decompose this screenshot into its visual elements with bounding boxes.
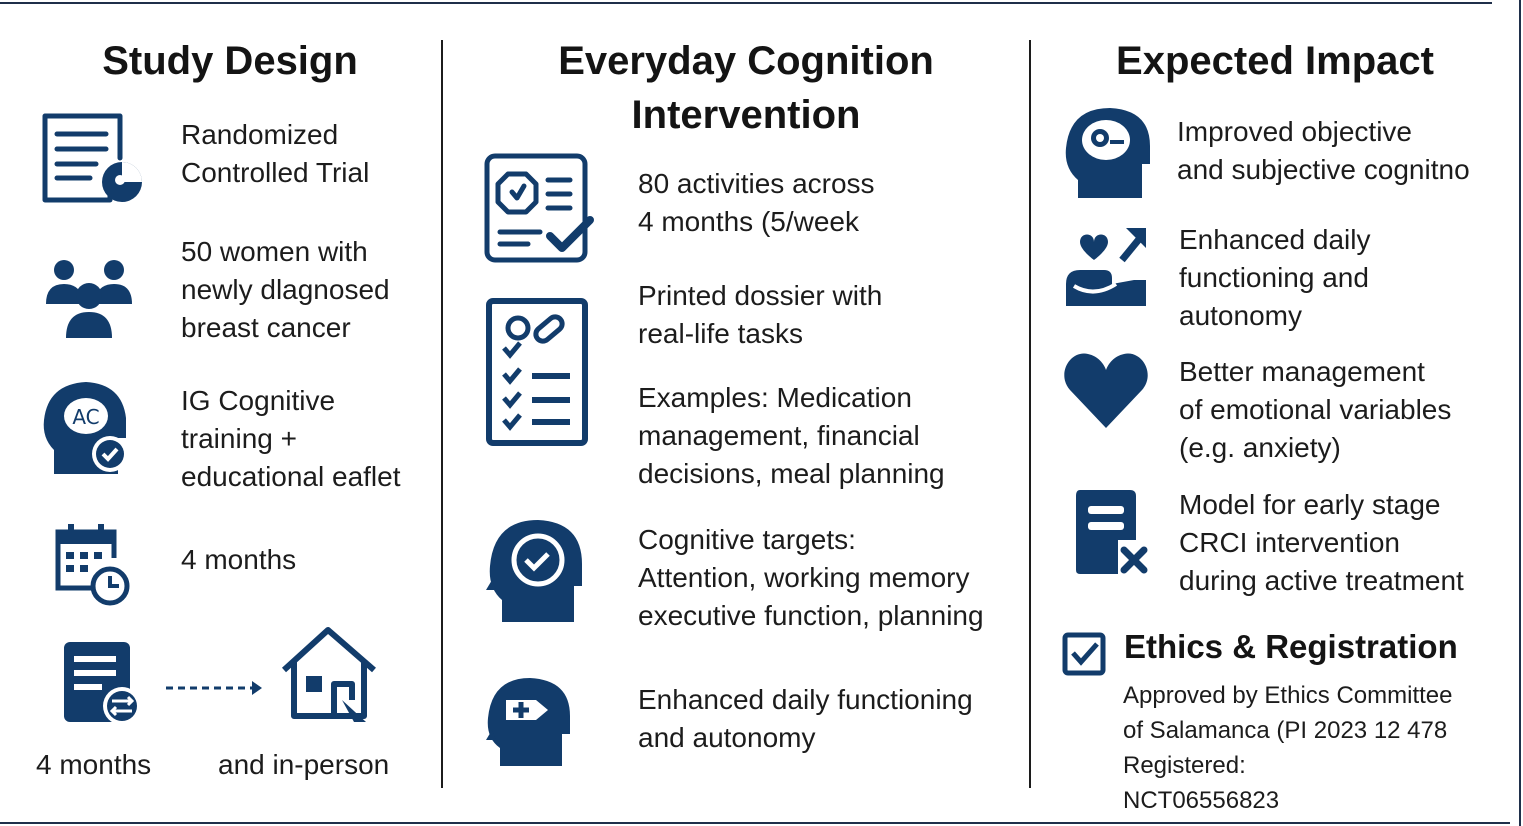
examples-label: Examples: Medication management, financi… <box>638 382 945 489</box>
improved-cognition-label: Improved objective and subjective cognit… <box>1177 116 1470 185</box>
intervention-title: Everyday Cognition Intervention <box>558 39 934 137</box>
people-group-icon <box>44 258 134 340</box>
rct-label: Randomized Controlled Trial <box>181 119 370 188</box>
registration-text: Registered: NCT06556823 <box>1123 752 1280 814</box>
frame-right-border <box>1519 0 1521 826</box>
head-plus-icon <box>484 674 576 766</box>
cognitive-targets-label: Cognitive targets: Attention, working me… <box>638 524 984 631</box>
daily-functioning-label: Enhanced daily functioning and autonomy <box>1179 224 1371 331</box>
head-gauge-icon <box>486 516 586 622</box>
head-eye-icon <box>1064 106 1156 198</box>
activities-label: 80 activities across 4 months (5/week <box>638 168 875 237</box>
intervention-group-label: IG Cognitive training + educational eafl… <box>181 385 401 492</box>
duration-label: 4 months <box>181 544 297 575</box>
person-heart-growth-icon <box>1064 224 1148 308</box>
study-design-title: Study Design <box>102 39 358 83</box>
frame-top-border <box>0 2 1492 4</box>
crci-model-label: Model for early stage CRCI intervention … <box>1179 489 1464 596</box>
ethics-title: Ethics & Registration <box>1124 628 1458 665</box>
column-divider-right <box>1029 40 1031 788</box>
frame-bottom-border <box>0 822 1510 824</box>
checkbox-icon <box>1062 632 1108 676</box>
dashed-arrow-icon <box>164 679 264 697</box>
document-x-icon <box>1074 488 1148 578</box>
ethics-approval-text: Approved by Ethics Committee of Salamanc… <box>1123 682 1453 744</box>
flow-right-label: and in-person <box>218 749 390 780</box>
emotional-label: Better management of emotional variables… <box>1179 356 1452 463</box>
document-chart-icon <box>40 110 146 208</box>
svg-text:AC: AC <box>72 405 99 429</box>
impact-title: Expected Impact <box>1116 39 1434 83</box>
enhanced-functioning-label: Enhanced daily functioning and autonomy <box>638 684 973 753</box>
document-swap-icon <box>62 640 144 730</box>
participants-label: 50 women with newly dlagnosed breast can… <box>181 236 390 343</box>
calendar-clock-icon <box>54 522 130 606</box>
heart-icon <box>1064 352 1148 430</box>
flow-left-label: 4 months <box>36 749 152 780</box>
head-brain-check-icon: AC <box>42 378 134 474</box>
house-icon <box>280 626 378 722</box>
column-divider-left <box>441 40 443 788</box>
dossier-label: Printed dossier with real-life tasks <box>638 280 883 349</box>
clipboard-clock-check-icon <box>484 152 596 264</box>
checklist-pills-icon <box>486 298 590 448</box>
